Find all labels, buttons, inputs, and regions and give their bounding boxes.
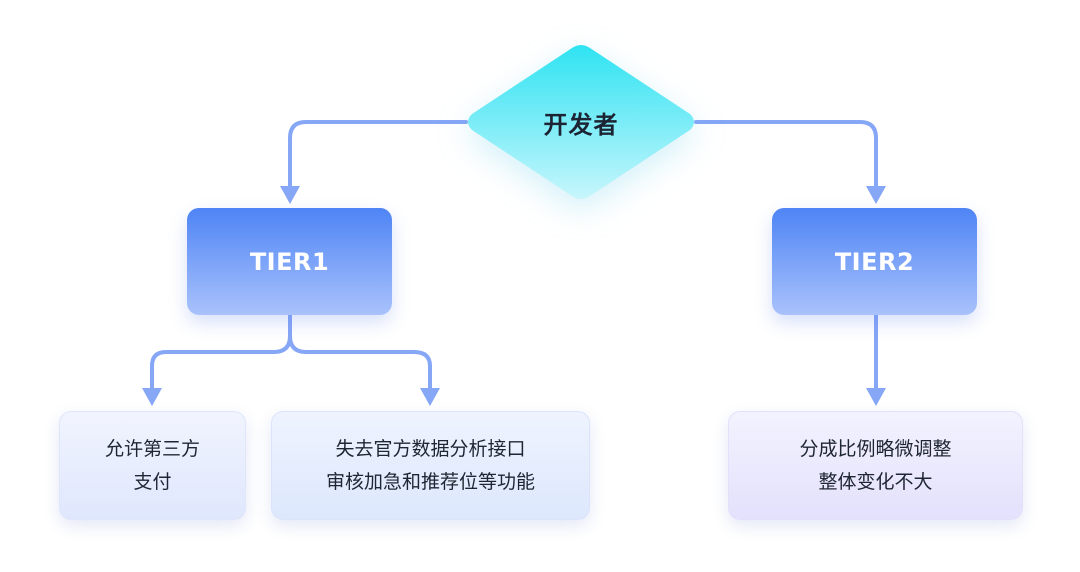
arrowhead-leaf-c bbox=[866, 388, 886, 406]
root-node: 开发者 bbox=[464, 42, 698, 202]
leaf-line: 分成比例略微调整 bbox=[799, 437, 952, 460]
tier2-label: TIER2 bbox=[834, 247, 915, 276]
leaf-line: 允许第三方 bbox=[104, 437, 200, 460]
connector-tier1-split bbox=[150, 314, 292, 390]
connector-tier1-right bbox=[288, 334, 432, 390]
diamond-shape bbox=[468, 45, 694, 199]
leaf-line: 审核加急和推荐位等功能 bbox=[325, 470, 535, 493]
arrowhead-leaf-b bbox=[420, 388, 440, 406]
arrowhead-leaf-a bbox=[142, 388, 162, 406]
leaf-third-party-payment: 允许第三方 支付 bbox=[59, 411, 246, 520]
leaf-line: 失去官方数据分析接口 bbox=[335, 437, 526, 460]
tier2-node: TIER2 bbox=[772, 208, 977, 315]
connector-root-tier2 bbox=[694, 120, 878, 188]
connector-root-tier1 bbox=[288, 120, 468, 188]
leaf-lose-official-features: 失去官方数据分析接口 审核加急和推荐位等功能 bbox=[271, 411, 590, 520]
arrowhead-tier2 bbox=[866, 186, 886, 204]
leaf-revenue-share: 分成比例略微调整 整体变化不大 bbox=[728, 411, 1023, 520]
tier1-label: TIER1 bbox=[249, 247, 330, 276]
root-label: 开发者 bbox=[543, 110, 619, 139]
tier1-node: TIER1 bbox=[187, 208, 392, 315]
leaf-line: 整体变化不大 bbox=[818, 470, 933, 493]
arrowhead-tier1 bbox=[280, 186, 300, 204]
leaf-line: 支付 bbox=[133, 470, 172, 493]
